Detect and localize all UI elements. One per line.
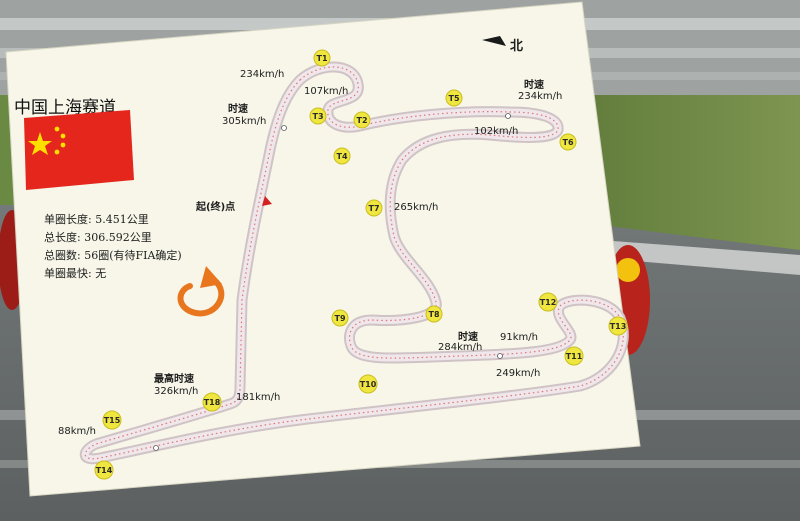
svg-text:T11: T11: [566, 352, 583, 361]
svg-text:T1: T1: [316, 54, 327, 63]
flag-small-star: [60, 142, 66, 148]
svg-text:265km/h: 265km/h: [394, 202, 438, 213]
svg-text:T13: T13: [610, 322, 627, 331]
svg-text:T3: T3: [312, 112, 323, 121]
flag-small-star: [60, 133, 66, 139]
svg-text:T6: T6: [562, 138, 573, 147]
svg-text:北: 北: [510, 39, 523, 54]
svg-text:234km/h: 234km/h: [240, 69, 284, 80]
flag-small-star: [54, 149, 60, 155]
speed-trap-dots: [153, 113, 511, 451]
svg-text:107km/h: 107km/h: [304, 86, 348, 97]
svg-text:T14: T14: [96, 466, 113, 475]
svg-text:T18: T18: [204, 398, 221, 407]
svg-text:T10: T10: [360, 380, 377, 389]
svg-text:T4: T4: [336, 152, 347, 161]
svg-text:最高时速: 最高时速: [154, 372, 194, 385]
svg-text:时速: 时速: [228, 102, 248, 115]
svg-text:91km/h: 91km/h: [500, 332, 538, 343]
north-arrow-icon: [482, 36, 506, 46]
turn-marker-t18: T18: [202, 392, 222, 412]
circuit-track: [79, 61, 629, 465]
start-finish-marker: [262, 196, 272, 206]
north-indicator: 北: [482, 36, 523, 54]
svg-text:时速: 时速: [524, 78, 544, 91]
turn-marker-t5: T5: [445, 89, 463, 107]
svg-text:T7: T7: [368, 204, 379, 213]
turn-marker-t3: T3: [309, 107, 327, 125]
svg-text:305km/h: 305km/h: [222, 116, 266, 127]
china-flag: [24, 110, 134, 190]
flag-small-star: [54, 126, 60, 132]
svg-text:起(终)点: 起(终)点: [195, 200, 235, 213]
turn-marker-t13: T13: [608, 316, 628, 336]
speed-labels: 234km/h 时速 305km/h 107km/h 时速 234km/h 10…: [58, 69, 562, 437]
flag-big-star: [28, 132, 52, 155]
svg-text:T8: T8: [428, 310, 439, 319]
turn-markers: T1 T2 T3 T4 T5 T6 T7 T8 T9 T10 T11 T12 T…: [94, 49, 628, 480]
svg-text:181km/h: 181km/h: [236, 392, 280, 403]
turn-marker-t11: T11: [564, 346, 584, 366]
svg-text:单圈最快: 无: 单圈最快: 无: [44, 267, 106, 280]
svg-text:T9: T9: [334, 314, 345, 323]
svg-text:T5: T5: [448, 94, 459, 103]
turn-marker-t10: T10: [358, 374, 378, 394]
turn-marker-t1: T1: [313, 49, 331, 67]
svg-text:249km/h: 249km/h: [496, 368, 540, 379]
svg-text:单圈长度: 5.451公里: 单圈长度: 5.451公里: [44, 212, 149, 226]
svg-text:88km/h: 88km/h: [58, 426, 96, 437]
turn-marker-t4: T4: [333, 147, 351, 165]
svg-text:时速: 时速: [458, 330, 478, 343]
circuit-info: 单圈长度: 5.451公里 总长度: 306.592公里 总圈数: 56圈(有待…: [44, 212, 182, 280]
svg-text:总长度: 306.592公里: 总长度: 306.592公里: [44, 230, 152, 244]
svg-text:T2: T2: [356, 116, 367, 125]
turn-marker-t7: T7: [365, 199, 383, 217]
turn-marker-t12: T12: [538, 292, 558, 312]
turn-marker-t15: T15: [102, 410, 122, 430]
svg-text:T12: T12: [540, 298, 557, 307]
turn-marker-t9: T9: [331, 309, 349, 327]
turn-marker-t14: T14: [94, 460, 114, 480]
svg-text:总圈数: 56圈(有待FIA确定): 总圈数: 56圈(有待FIA确定): [44, 248, 182, 262]
turn-marker-t6: T6: [559, 133, 577, 151]
svg-text:326km/h: 326km/h: [154, 386, 198, 397]
turn-marker-t2: T2: [353, 111, 371, 129]
svg-text:102km/h: 102km/h: [474, 126, 518, 137]
turn-marker-t8: T8: [425, 305, 443, 323]
svg-text:284km/h: 284km/h: [438, 342, 482, 353]
map-card-background: [5, 1, 641, 497]
svg-text:T15: T15: [104, 416, 121, 425]
circuit-title: 中国上海赛道: [14, 97, 116, 118]
direction-arrow-icon: [177, 266, 225, 317]
svg-text:234km/h: 234km/h: [518, 91, 562, 102]
